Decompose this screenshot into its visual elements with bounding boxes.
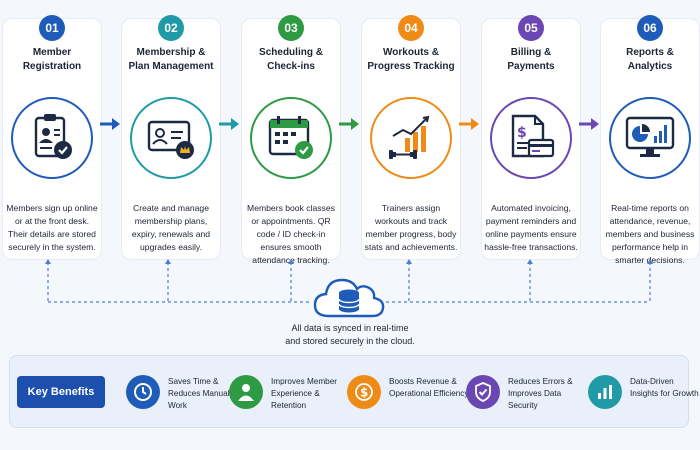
membership-card-crown-icon — [147, 120, 194, 159]
benefit-text: Improves Member Experience & Retention — [271, 377, 337, 410]
step-icon-ring — [250, 97, 332, 179]
step-title: Scheduling & Check-ins — [259, 47, 323, 72]
step-card-2: 02 Membership & Plan Management Create a… — [121, 15, 221, 260]
step-description: Members sign up online or at the front d… — [6, 203, 98, 252]
benefit-text: Data-Driven Insights for Growth — [630, 377, 699, 398]
step-number-badge: 06 — [637, 15, 663, 41]
step-title: Membership & Plan Management — [128, 47, 214, 72]
step-card-3: 03 Scheduling & Check-ins Members book c… — [241, 15, 341, 265]
step-description: Trainers assign workouts and track membe… — [364, 203, 458, 252]
cloud-database-icon — [313, 278, 385, 318]
step-number-badge: 04 — [398, 15, 424, 41]
flow-arrow-icon — [579, 118, 599, 130]
step-card-6: 06 Reports & Analytics Real-time reports… — [600, 15, 700, 265]
step-number-badge: 02 — [158, 15, 184, 41]
calendar-check-icon — [268, 116, 313, 159]
dollar-icon: $ — [347, 375, 381, 409]
person-icon — [229, 375, 263, 409]
step-icon-ring — [130, 97, 212, 179]
key-benefits-button[interactable]: Key Benefits — [17, 376, 105, 408]
cloud-database-icon — [309, 268, 389, 326]
step-icon-ring — [11, 97, 93, 179]
sync-connectors — [45, 259, 653, 303]
step-description: Automated invoicing, payment reminders a… — [484, 203, 578, 252]
svg-text:$: $ — [360, 386, 368, 400]
step-icon-ring: $ — [490, 97, 572, 179]
benefit-text: Saves Time & Reduces Manual Work — [168, 377, 230, 410]
step-card-5: 05 Billing & Payments $ Automated invoic… — [481, 15, 581, 260]
sync-caption: All data is synced in real-time and stor… — [285, 323, 415, 346]
clock-icon — [126, 375, 160, 409]
benefit-text: Reduces Errors & Improves Data Security — [508, 377, 573, 410]
key-benefits-panel: Key Benefits Saves Time & Reduces Manual… — [9, 355, 699, 428]
benefit-text: Boosts Revenue & Operational Efficiency — [389, 377, 469, 398]
step-description: Create and manage membership plans, expi… — [131, 203, 211, 252]
step-title: Member Registration — [22, 47, 82, 72]
step-icon-ring — [370, 97, 452, 179]
flow-arrow-icon — [339, 118, 359, 130]
step-card-1: 01 Member Registration Members sign up o… — [2, 15, 102, 260]
step-title: Reports & Analytics — [626, 47, 674, 72]
clipboard-check-icon — [34, 114, 72, 159]
step-card-4: 04 Workouts & Progress Tracking Trainers… — [361, 15, 461, 260]
flow-arrow-icon — [459, 118, 479, 130]
bar-chart-icon — [588, 375, 622, 409]
step-number-badge: 01 — [39, 15, 65, 41]
monitor-chart-icon — [625, 116, 675, 157]
step-title: Workouts & Progress Tracking — [367, 47, 455, 72]
step-icon-ring — [609, 97, 691, 179]
dumbbell-chart-icon — [389, 115, 430, 159]
invoice-card-icon: $ — [511, 114, 555, 158]
svg-text:$: $ — [517, 125, 527, 141]
step-number-badge: 03 — [278, 15, 304, 41]
step-title: Billing & Payments — [507, 47, 555, 72]
flow-arrow-icon — [219, 118, 239, 130]
flow-arrow-icon — [100, 118, 120, 130]
shield-check-icon — [466, 375, 500, 409]
step-number-badge: 05 — [518, 15, 544, 41]
